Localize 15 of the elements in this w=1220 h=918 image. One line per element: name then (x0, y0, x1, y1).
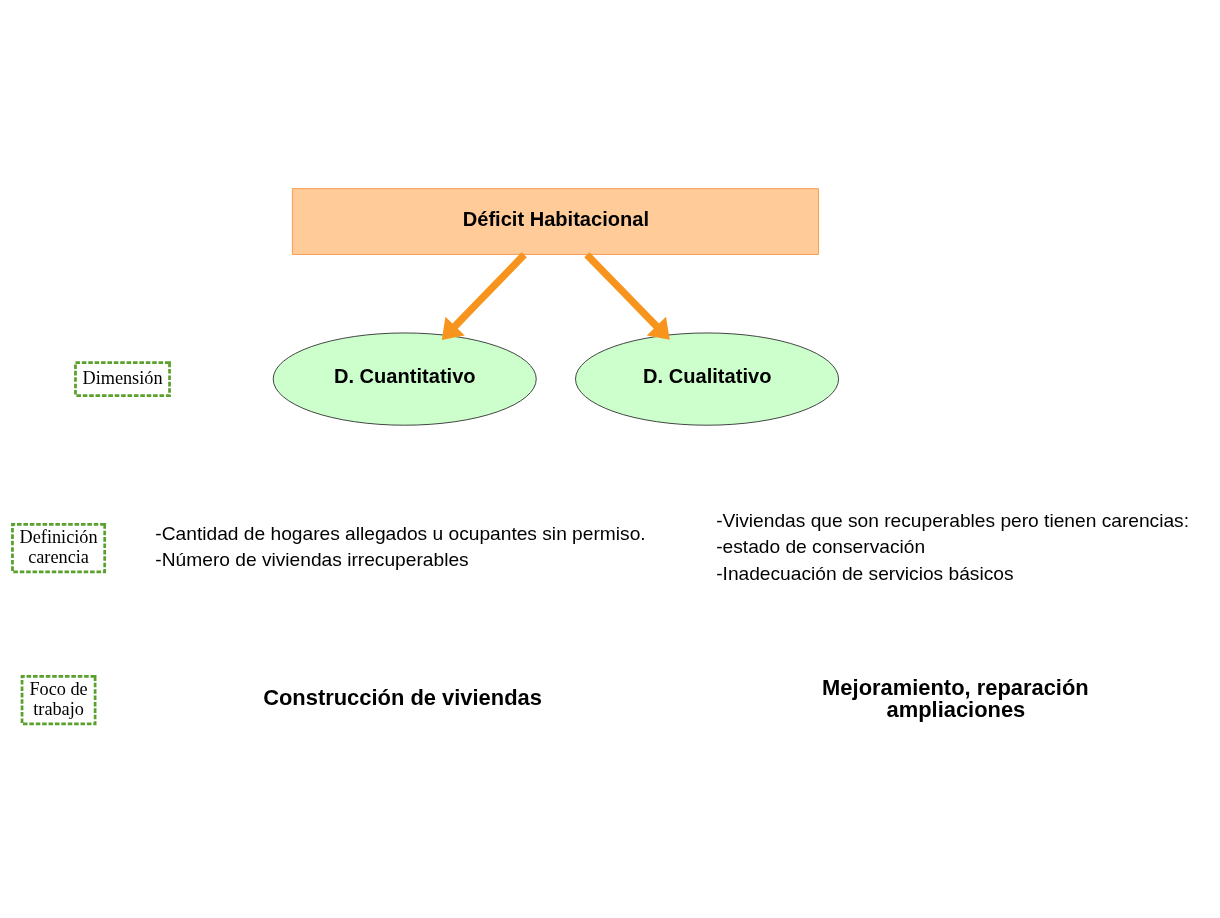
label: -estado de conservación (716, 536, 926, 558)
label: Mejoramiento, reparación ampliaciones (822, 674, 1089, 722)
label: -Inadecuación de servicios básicos (716, 562, 1014, 584)
label: -Número de viviendas irrecuperables (155, 549, 469, 571)
node-box: Foco de trabajo (20, 675, 97, 726)
node-ellipse: D. Cuantitativo (272, 332, 537, 426)
node-ellipse: D. Cualitativo (575, 332, 839, 426)
arrow (584, 252, 670, 340)
label: -Cantidad de hogares allegados u ocupantes sin permiso. (155, 522, 646, 544)
label: -Viviendas que son recuperables pero tienen carencias: (716, 509, 1190, 531)
arrow (441, 252, 527, 340)
node-box: Definición carencia (11, 522, 107, 574)
node-box: Dimensión (74, 361, 171, 397)
node-box: Déficit Habitacional (291, 188, 819, 255)
label: Construcción de viviendas (263, 684, 542, 710)
